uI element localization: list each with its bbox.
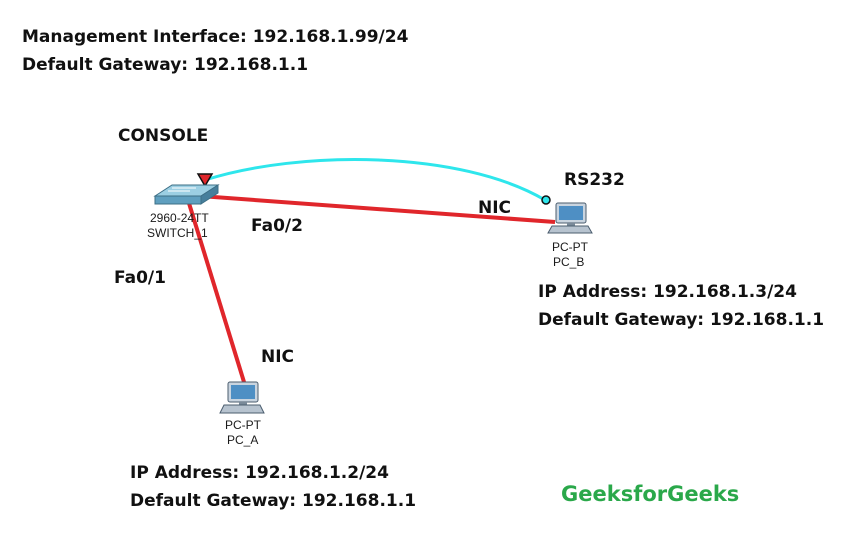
rs232-label: RS232 [564, 170, 625, 190]
rs232-port-marker [541, 195, 551, 205]
pc-b-ip-label: IP Address: 192.168.1.3/24 [538, 282, 797, 302]
switch-name-label: SWITCH_1 [147, 226, 208, 240]
desktop-pc-icon[interactable] [547, 202, 593, 234]
port-fa0-2-label: Fa0/2 [251, 216, 303, 236]
pc-a-type-label: PC-PT [225, 418, 261, 432]
ethernet-link-fa0-1 [186, 199, 246, 383]
ethernet-link-fa0-2 [199, 194, 556, 224]
pc-b-nic-label: NIC [478, 198, 512, 218]
pc-a-name-label: PC_A [227, 433, 259, 447]
switch-icon[interactable] [153, 184, 220, 205]
pc-a-ip-label: IP Address: 192.168.1.2/24 [130, 463, 389, 483]
console-cable [204, 158, 546, 202]
console-port-marker [196, 173, 214, 188]
pc-b-name-label: PC_B [553, 255, 585, 269]
brand-logo-text: GeeksforGeeks [561, 482, 740, 506]
port-fa0-1-label: Fa0/1 [114, 268, 166, 288]
management-interface-label: Management Interface: 192.168.1.99/24 [22, 27, 409, 47]
console-label: CONSOLE [118, 126, 209, 146]
switch-model-label: 2960-24TT [150, 211, 209, 225]
pc-a-gateway-label: Default Gateway: 192.168.1.1 [130, 491, 417, 511]
pc-b-gateway-label: Default Gateway: 192.168.1.1 [538, 310, 825, 330]
pc-b-type-label: PC-PT [552, 240, 588, 254]
desktop-pc-icon[interactable] [219, 381, 265, 414]
pc-a-nic-label: NIC [261, 347, 295, 367]
management-gateway-label: Default Gateway: 192.168.1.1 [22, 55, 309, 75]
